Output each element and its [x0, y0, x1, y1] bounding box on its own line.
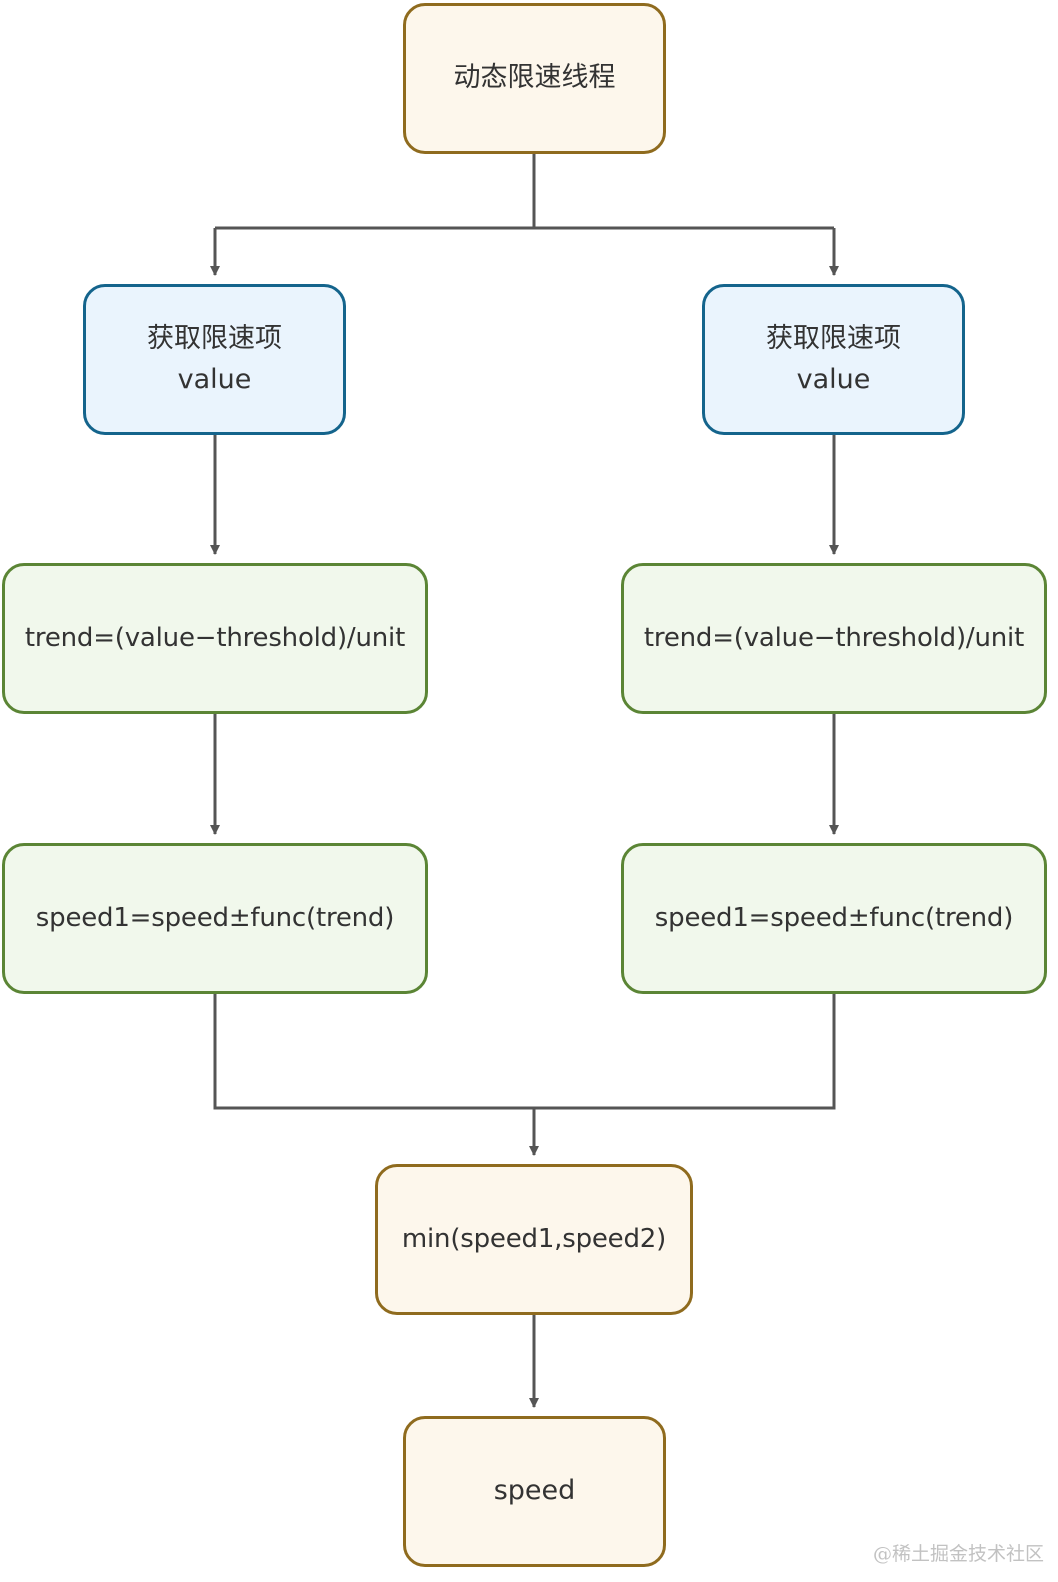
get-limit-label: 获取限速项: [766, 323, 901, 354]
trend-node-left: trend=(value−threshold)/unit: [2, 563, 428, 714]
speed-formula: speed1=speed±func(trend): [654, 903, 1014, 933]
end-node: speed: [403, 1416, 666, 1567]
get-limit-value: value: [177, 363, 252, 395]
speed-calc-node-left: speed1=speed±func(trend): [2, 843, 428, 994]
start-label: 动态限速线程: [453, 62, 616, 94]
watermark: @稀土掘金技术社区: [872, 1543, 1044, 1565]
get-limit-value: value: [796, 363, 871, 395]
speed-calc-node-right: speed1=speed±func(trend): [621, 843, 1047, 994]
speed-formula: speed1=speed±func(trend): [35, 903, 395, 933]
get-limit-label: 获取限速项: [147, 323, 282, 354]
get-limit-node-right: 获取限速项 value: [702, 284, 965, 435]
connector-start-split: [215, 154, 834, 230]
trend-formula: trend=(value−threshold)/unit: [24, 623, 406, 653]
trend-node-right: trend=(value−threshold)/unit: [621, 563, 1047, 714]
min-node: min(speed1,speed2): [375, 1164, 693, 1315]
trend-formula: trend=(value−threshold)/unit: [643, 623, 1025, 653]
end-label: speed: [493, 1475, 576, 1507]
min-label: min(speed1,speed2): [401, 1224, 667, 1254]
start-node: 动态限速线程: [403, 3, 666, 154]
get-limit-node-left: 获取限速项 value: [83, 284, 346, 435]
connector-merge: [213, 994, 836, 1110]
